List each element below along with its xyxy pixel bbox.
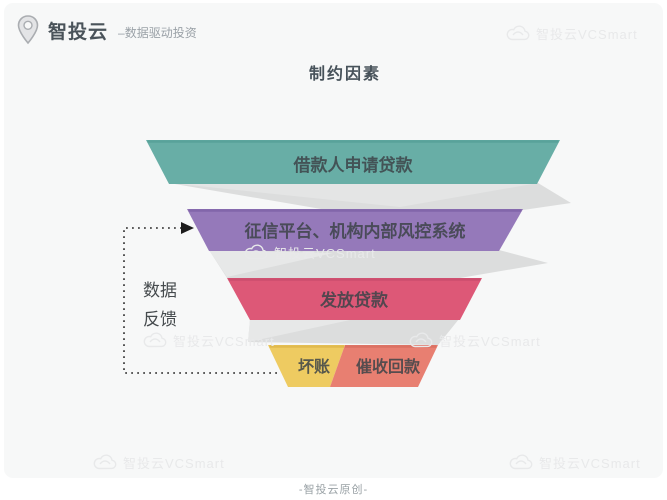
funnel-level-4-right [330, 345, 438, 387]
watermark-text: 智投云VCSmart [536, 27, 638, 42]
watermark-text: 智投云VCSmart [123, 456, 225, 471]
watermark-tile: 智投云VCSmart [142, 331, 275, 350]
header: 智投云 –数据驱动投资 [16, 14, 197, 46]
fold-shadow-3-light [248, 319, 350, 342]
feedback-label-line2: 反馈 [143, 310, 177, 329]
funnel-level-4-left [268, 345, 345, 387]
fold-shadow-1-light [169, 183, 538, 207]
watermark-tile: 智投云VCSmart [508, 453, 641, 472]
funnel-level-4-left-label: 坏账 [298, 357, 330, 376]
funnel-level-2-label: 征信平台、机构内部风控系统 [245, 221, 466, 241]
watermark-tile: 智投云VCSmart [92, 453, 225, 472]
cloud-logo-icon [509, 454, 533, 470]
cloud-logo-icon [409, 332, 433, 348]
watermark-text: 智投云VCSmart [173, 334, 275, 349]
feedback-arrowhead-icon [181, 222, 194, 234]
cloud-logo-icon [506, 25, 530, 41]
diagram-title: 制约因素 [308, 66, 382, 83]
watermark-text: 智投云VCSmart [274, 246, 376, 261]
cloud-logo-icon [143, 332, 167, 348]
cloud-logo-icon [244, 244, 268, 260]
funnel-level-4-right-label: 催收回款 [356, 357, 421, 376]
funnel-level-1-label: 借款人申请贷款 [293, 155, 414, 175]
feedback-label-line1: 数据 [143, 281, 177, 300]
funnel-level-3 [227, 278, 482, 320]
watermark-tile: 智投云VCSmart [243, 243, 376, 262]
watermark-text: 智投云VCSmart [439, 334, 541, 349]
feedback-label: 数据 反馈 [130, 276, 190, 334]
funnel-level-1 [146, 140, 560, 184]
fold-shadow-2-light [209, 250, 333, 277]
brand-tagline: –数据驱动投资 [118, 25, 197, 40]
location-pin-icon [17, 15, 39, 45]
watermark-text: 智投云VCSmart [539, 456, 641, 471]
footer-caption: -智投云原创- [298, 484, 369, 496]
funnel-level-2 [187, 209, 523, 251]
watermark-tile: 智投云VCSmart [408, 331, 541, 350]
watermark-tile: 智投云VCSmart [505, 24, 638, 43]
brand-name: 智投云 [48, 21, 109, 43]
cloud-logo-icon [93, 454, 117, 470]
funnel-level-3-label: 发放贷款 [319, 290, 389, 310]
